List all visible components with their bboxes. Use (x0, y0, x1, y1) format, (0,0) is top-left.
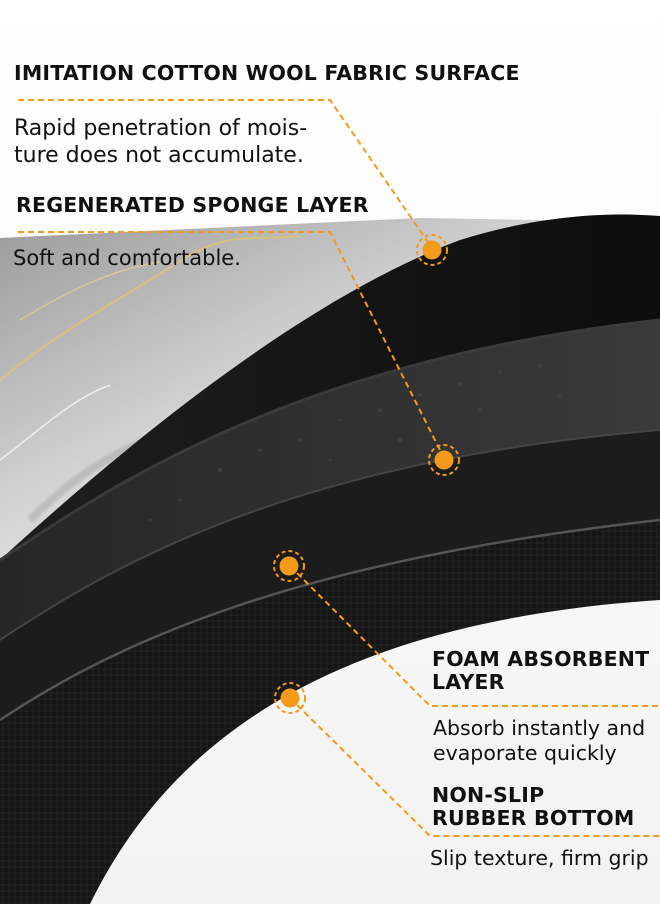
layer-desc-foam-line-1: Absorb instantly and (433, 716, 646, 740)
leader-line-foam (289, 565, 660, 707)
layer-title-rubber: NON-SLIP RUBBER BOTTOM (432, 784, 660, 830)
layer-desc-rubber: Slip texture, firm grip (430, 846, 649, 870)
layer-title-fabric: IMITATION COTTON WOOL FABRIC SURFACE (14, 61, 520, 85)
layer-title-sponge: REGENERATED SPONGE LAYER (16, 193, 369, 217)
leader-line-sponge (18, 231, 445, 459)
layer-title-foam-line-2: LAYER (432, 669, 505, 694)
layer-title-rubber-line-1: NON-SLIP (432, 783, 545, 807)
layer-desc-foam-line-2: evaporate quickly (433, 741, 617, 765)
leader-line-fabric (18, 99, 433, 249)
marker-sponge-icon (428, 444, 460, 476)
fabric-top-layer (0, 214, 660, 560)
layer-desc-fabric-line-1: Rapid penetration of mois- (14, 116, 308, 141)
layer-desc-sponge: Soft and comfortable. (13, 246, 241, 270)
layer-title-rubber-line-2: RUBBER BOTTOM (432, 805, 635, 830)
mat-layers (0, 214, 660, 904)
rubber-bottom-layer (0, 520, 660, 904)
leader-line-rubber (289, 697, 660, 837)
foam-layer (0, 430, 660, 720)
sponge-layer (0, 320, 660, 640)
layer-desc-fabric-line-2: ture does not accumulate. (14, 142, 304, 168)
layer-title-foam-line-1: FOAM ABSORBENT (432, 647, 650, 671)
marker-rubber-icon (274, 682, 306, 714)
leader-lines (18, 99, 660, 837)
marker-foam-icon (273, 550, 305, 582)
layer-desc-fabric: Rapid penetration of mois- ture does not… (14, 116, 334, 170)
marker-fabric-icon (416, 234, 448, 266)
layer-desc-foam: Absorb instantly and evaporate quickly (433, 716, 660, 766)
layer-title-foam: FOAM ABSORBENT LAYER (432, 648, 660, 694)
